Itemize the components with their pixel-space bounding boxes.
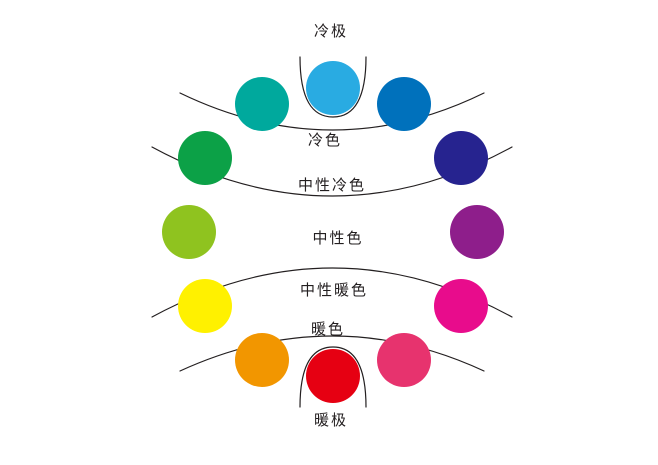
label-warm: 暖色 xyxy=(310,321,346,338)
warm-pole-red-circle xyxy=(306,349,360,403)
yellow-circle xyxy=(178,279,232,333)
label-cold-pole: 冷极 xyxy=(313,23,349,40)
warm-pole-arc xyxy=(299,346,367,408)
cold-pole-arc xyxy=(299,56,367,118)
purple-circle xyxy=(450,205,504,259)
warm-zone-arc xyxy=(179,335,485,372)
label-neutral-cold: 中性冷色 xyxy=(297,177,367,194)
label-neutral-warm: 中性暖色 xyxy=(299,282,369,299)
blue-circle xyxy=(377,77,431,131)
magenta-circle xyxy=(434,279,488,333)
orange-circle xyxy=(235,333,289,387)
label-warm-pole: 暖极 xyxy=(313,412,349,429)
label-cold: 冷色 xyxy=(307,132,343,149)
cold-pole-cyan-blue-circle xyxy=(306,61,360,115)
yellow-green-circle xyxy=(162,205,216,259)
rose-circle xyxy=(377,333,431,387)
green-circle xyxy=(178,131,232,185)
cold-zone-arc xyxy=(179,92,485,131)
teal-circle xyxy=(235,77,289,131)
label-neutral: 中性色 xyxy=(312,230,364,247)
indigo-circle xyxy=(434,131,488,185)
